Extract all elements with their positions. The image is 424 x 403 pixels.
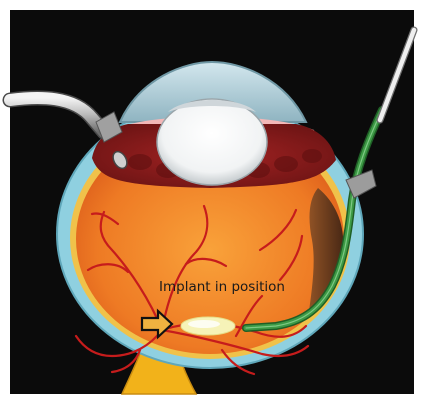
- implant-highlight: [188, 320, 220, 328]
- implant-annotation: Implant in position: [159, 279, 285, 295]
- lens: [157, 99, 267, 185]
